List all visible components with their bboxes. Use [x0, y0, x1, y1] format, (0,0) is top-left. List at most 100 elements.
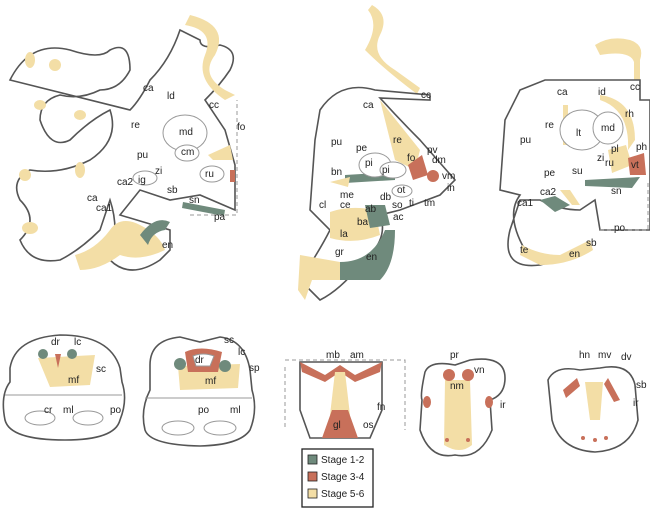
- legend-item-stage-3-4: Stage 3-4: [307, 471, 365, 483]
- panel-midbrain-1: dr lc sc mf cr ml po: [2, 334, 126, 441]
- label: po: [110, 405, 122, 416]
- panel-amygdala-section: [298, 5, 457, 301]
- label: lt: [576, 128, 581, 139]
- label: so: [392, 200, 403, 211]
- label: ru: [205, 169, 214, 180]
- label: am: [350, 350, 364, 361]
- label: lc: [74, 337, 81, 348]
- label: ba: [357, 217, 369, 228]
- label: bn: [331, 167, 342, 178]
- label: pe: [356, 143, 368, 154]
- label: vt: [631, 160, 639, 171]
- label: fn: [377, 402, 385, 413]
- label: zi: [155, 166, 162, 177]
- label: sb: [636, 380, 647, 391]
- panel-hemisphere-section: [8, 15, 238, 271]
- label: ca1: [96, 203, 113, 214]
- label: pi: [382, 165, 390, 176]
- label: po: [614, 223, 626, 234]
- label: md: [601, 123, 615, 134]
- label: ca2: [117, 177, 134, 188]
- label: ca2: [540, 187, 557, 198]
- label: re: [131, 120, 140, 131]
- label: cr: [44, 405, 53, 416]
- label: md: [179, 127, 193, 138]
- label: cc: [421, 90, 431, 101]
- label: re: [545, 120, 554, 131]
- label: lc: [238, 347, 245, 358]
- label: sp: [249, 363, 260, 374]
- label: ca: [87, 193, 98, 204]
- label: te: [520, 245, 529, 256]
- label: rh: [625, 109, 634, 120]
- label: dm: [432, 155, 446, 166]
- panel-midbrain-2: sc dr lc sp mf po ml: [142, 335, 260, 447]
- label: pi: [365, 158, 373, 169]
- label: hn: [579, 350, 590, 361]
- label: sn: [611, 186, 622, 197]
- label: pu: [331, 137, 342, 148]
- label: vm: [442, 171, 455, 182]
- panel-thalamus-labels: cc ca id rh re lt md ph pu pl zi ru su v…: [517, 82, 647, 260]
- legend-item-stage-5-6: Stage 5-6: [307, 488, 365, 500]
- label: cc: [630, 82, 640, 93]
- label: sc: [224, 335, 234, 346]
- label: po: [198, 405, 210, 416]
- legend-label: Stage 5-6: [321, 489, 365, 500]
- label: fo: [407, 153, 416, 164]
- label: fo: [237, 122, 246, 133]
- panel-amygdala-labels: cc ca re pu pe pv fo pi dm pi bn vm me d…: [319, 90, 455, 263]
- label: cc: [209, 100, 219, 111]
- label: ph: [636, 142, 647, 153]
- label: ca: [557, 87, 568, 98]
- legend-label: Stage 3-4: [321, 472, 365, 483]
- label: ir: [500, 400, 506, 411]
- legend-label: Stage 1-2: [321, 455, 365, 466]
- label: id: [598, 87, 606, 98]
- label: sb: [167, 185, 178, 196]
- legend-item-stage-1-2: Stage 1-2: [307, 454, 365, 466]
- label: nm: [450, 381, 464, 392]
- panel-hemisphere-labels: ca ld cc re md fo cm pu zi ru ig ca2 sb …: [87, 83, 246, 251]
- label: ce: [340, 200, 351, 211]
- label: ca1: [517, 198, 534, 209]
- label: mf: [68, 375, 79, 386]
- label: mv: [598, 350, 611, 361]
- panel-medulla-1: mb am gl fn os: [284, 350, 406, 439]
- label: sb: [586, 238, 597, 249]
- label: pu: [137, 150, 148, 161]
- legend: Stage 1-2 Stage 3-4 Stage 5-6: [301, 448, 374, 508]
- label: tm: [424, 198, 435, 209]
- label: pl: [611, 144, 619, 155]
- label: pu: [520, 135, 531, 146]
- label: sn: [189, 195, 200, 206]
- label: ml: [230, 405, 241, 416]
- label: su: [572, 166, 583, 177]
- label: gl: [333, 420, 341, 431]
- label: mf: [205, 376, 216, 387]
- label: sc: [96, 364, 106, 375]
- label: mb: [326, 350, 340, 361]
- label: pa: [214, 212, 226, 223]
- panel-thalamus-section: [499, 38, 650, 267]
- label: en: [162, 240, 173, 251]
- label: ml: [63, 405, 74, 416]
- label: pv: [427, 145, 438, 156]
- label: ti: [409, 198, 414, 209]
- label: pr: [450, 350, 460, 361]
- label: gr: [335, 247, 345, 258]
- label: ir: [633, 398, 639, 409]
- label: ca: [143, 83, 154, 94]
- label: re: [393, 135, 402, 146]
- label: os: [363, 420, 374, 431]
- label: me: [340, 190, 354, 201]
- label: cl: [319, 200, 326, 211]
- label: en: [366, 252, 377, 263]
- label: vn: [474, 365, 485, 376]
- label: ac: [393, 212, 404, 223]
- label: ca: [363, 100, 374, 111]
- panel-medulla-2: pr vn nm ir: [419, 350, 506, 457]
- label: in: [447, 183, 455, 194]
- label: pe: [544, 168, 556, 179]
- label: db: [380, 192, 392, 203]
